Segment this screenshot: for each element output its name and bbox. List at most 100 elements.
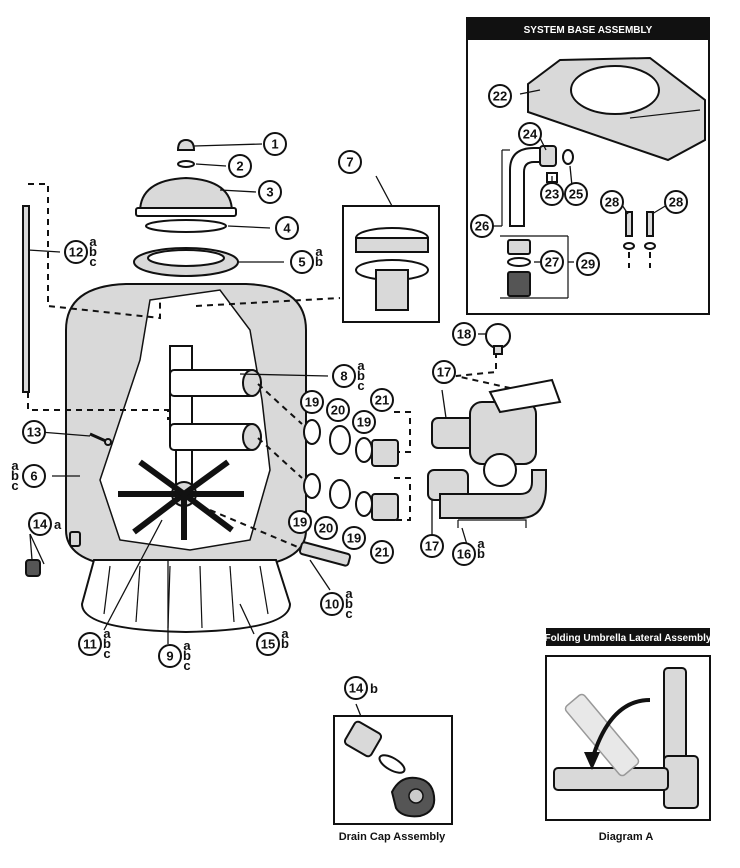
callout-c19a: 19 bbox=[300, 390, 324, 414]
callout-suffix: b bbox=[345, 596, 353, 611]
callout-c19c: 19 bbox=[288, 510, 312, 534]
umbrella-laterals bbox=[118, 459, 244, 540]
callout-c28b: 28 bbox=[664, 190, 688, 214]
callout-circle bbox=[332, 364, 356, 388]
standpipe-inset bbox=[342, 205, 440, 323]
dome-o-ring bbox=[145, 219, 227, 233]
callout-circle bbox=[275, 216, 299, 240]
callout-number: 1 bbox=[271, 137, 278, 152]
drain-cap-assembly-caption: Drain Cap Assembly bbox=[339, 831, 446, 843]
dome-cover bbox=[135, 176, 237, 217]
callout-circle bbox=[564, 182, 588, 206]
callout-c21a: 21 bbox=[370, 388, 394, 412]
filter-tank bbox=[22, 138, 352, 634]
callout-circle bbox=[326, 398, 350, 422]
callout-suffix: a bbox=[54, 517, 62, 532]
callout-number: 19 bbox=[357, 415, 371, 430]
callout-suffix: c bbox=[357, 378, 364, 393]
callout-number: 27 bbox=[545, 255, 559, 270]
callout-c18: 18 bbox=[452, 322, 476, 346]
callout-suffix: b bbox=[357, 368, 365, 383]
callout-circle bbox=[290, 250, 314, 274]
callout-circle bbox=[576, 252, 600, 276]
callout-number: 19 bbox=[293, 515, 307, 530]
callout-suffix: a bbox=[315, 244, 323, 259]
callout-circle bbox=[22, 420, 46, 444]
callout-number: 22 bbox=[493, 89, 507, 104]
callout-circle bbox=[452, 542, 476, 566]
callout-circle bbox=[540, 182, 564, 206]
callout-number: 20 bbox=[319, 521, 333, 536]
callout-suffix: b bbox=[11, 468, 19, 483]
callout-number: 15 bbox=[261, 637, 275, 652]
lateral-pipe bbox=[298, 541, 352, 567]
callout-number: 12 bbox=[69, 245, 83, 260]
callout-number: 11 bbox=[83, 637, 97, 652]
unions-lower bbox=[303, 473, 399, 521]
screw bbox=[89, 432, 112, 446]
callout-suffix: a bbox=[183, 638, 191, 653]
callout-c2: 2 bbox=[228, 154, 252, 178]
callout-circle bbox=[338, 150, 362, 174]
callout-number: 7 bbox=[346, 155, 353, 170]
callout-circle bbox=[540, 250, 564, 274]
callout-c20b: 20 bbox=[314, 516, 338, 540]
folding-umbrella-title: Folding Umbrella Lateral Assembly bbox=[545, 633, 712, 644]
tank-base-stand bbox=[80, 559, 292, 634]
internal-pipes bbox=[169, 345, 262, 491]
callout-number: 26 bbox=[475, 219, 489, 234]
callout-suffix: b bbox=[315, 254, 323, 269]
callout-suffix: a bbox=[345, 586, 353, 601]
callout-c17a: 17 bbox=[432, 360, 456, 384]
callout-number: 17 bbox=[425, 539, 439, 554]
callout-suffix: b bbox=[103, 636, 111, 651]
callout-circle bbox=[22, 464, 46, 488]
callout-circle bbox=[28, 512, 52, 536]
callout-c20a: 20 bbox=[326, 398, 350, 422]
callout-circle bbox=[78, 632, 102, 656]
callout-number: 13 bbox=[27, 425, 41, 440]
callout-number: 28 bbox=[669, 195, 683, 210]
callout-suffix: a bbox=[103, 626, 111, 641]
callout-number: 14 bbox=[33, 517, 48, 532]
callout-number: 25 bbox=[569, 187, 583, 202]
callout-suffix: c bbox=[11, 478, 18, 493]
callout-suffix: a bbox=[357, 358, 365, 373]
diagram-a-caption: Diagram A bbox=[599, 831, 654, 843]
callout-number: 28 bbox=[605, 195, 619, 210]
callout-c4: 4 bbox=[275, 216, 299, 240]
callout-circle bbox=[256, 632, 280, 656]
callout-circle bbox=[664, 190, 688, 214]
base-plate bbox=[527, 56, 706, 162]
callout-suffix: c bbox=[345, 606, 352, 621]
callout-c3: 3 bbox=[258, 180, 282, 204]
callout-circle bbox=[518, 122, 542, 146]
callout-circle bbox=[352, 410, 376, 434]
air-relief-cap bbox=[176, 138, 196, 151]
callout-circle bbox=[320, 592, 344, 616]
callout-c5: 5ab bbox=[290, 244, 323, 274]
callout-number: 9 bbox=[166, 649, 173, 664]
callout-circle bbox=[432, 360, 456, 384]
callout-number: 18 bbox=[457, 327, 471, 342]
callout-circle bbox=[488, 84, 512, 108]
callout-c25: 25 bbox=[564, 182, 588, 206]
callout-number: 14 bbox=[349, 681, 364, 696]
callout-suffix: b bbox=[183, 648, 191, 663]
callout-number: 24 bbox=[523, 127, 538, 142]
folding-umbrella-inset: Folding Umbrella Lateral Assembly Diagra… bbox=[545, 628, 712, 843]
callout-c22: 22 bbox=[488, 84, 512, 108]
callout-circle bbox=[420, 534, 444, 558]
callout-number: 19 bbox=[305, 395, 319, 410]
callout-c28a: 28 bbox=[600, 190, 624, 214]
base-screws bbox=[623, 211, 656, 268]
drain-cap bbox=[25, 559, 41, 577]
callout-suffix: a bbox=[11, 458, 19, 473]
callout-number: 21 bbox=[375, 545, 389, 560]
